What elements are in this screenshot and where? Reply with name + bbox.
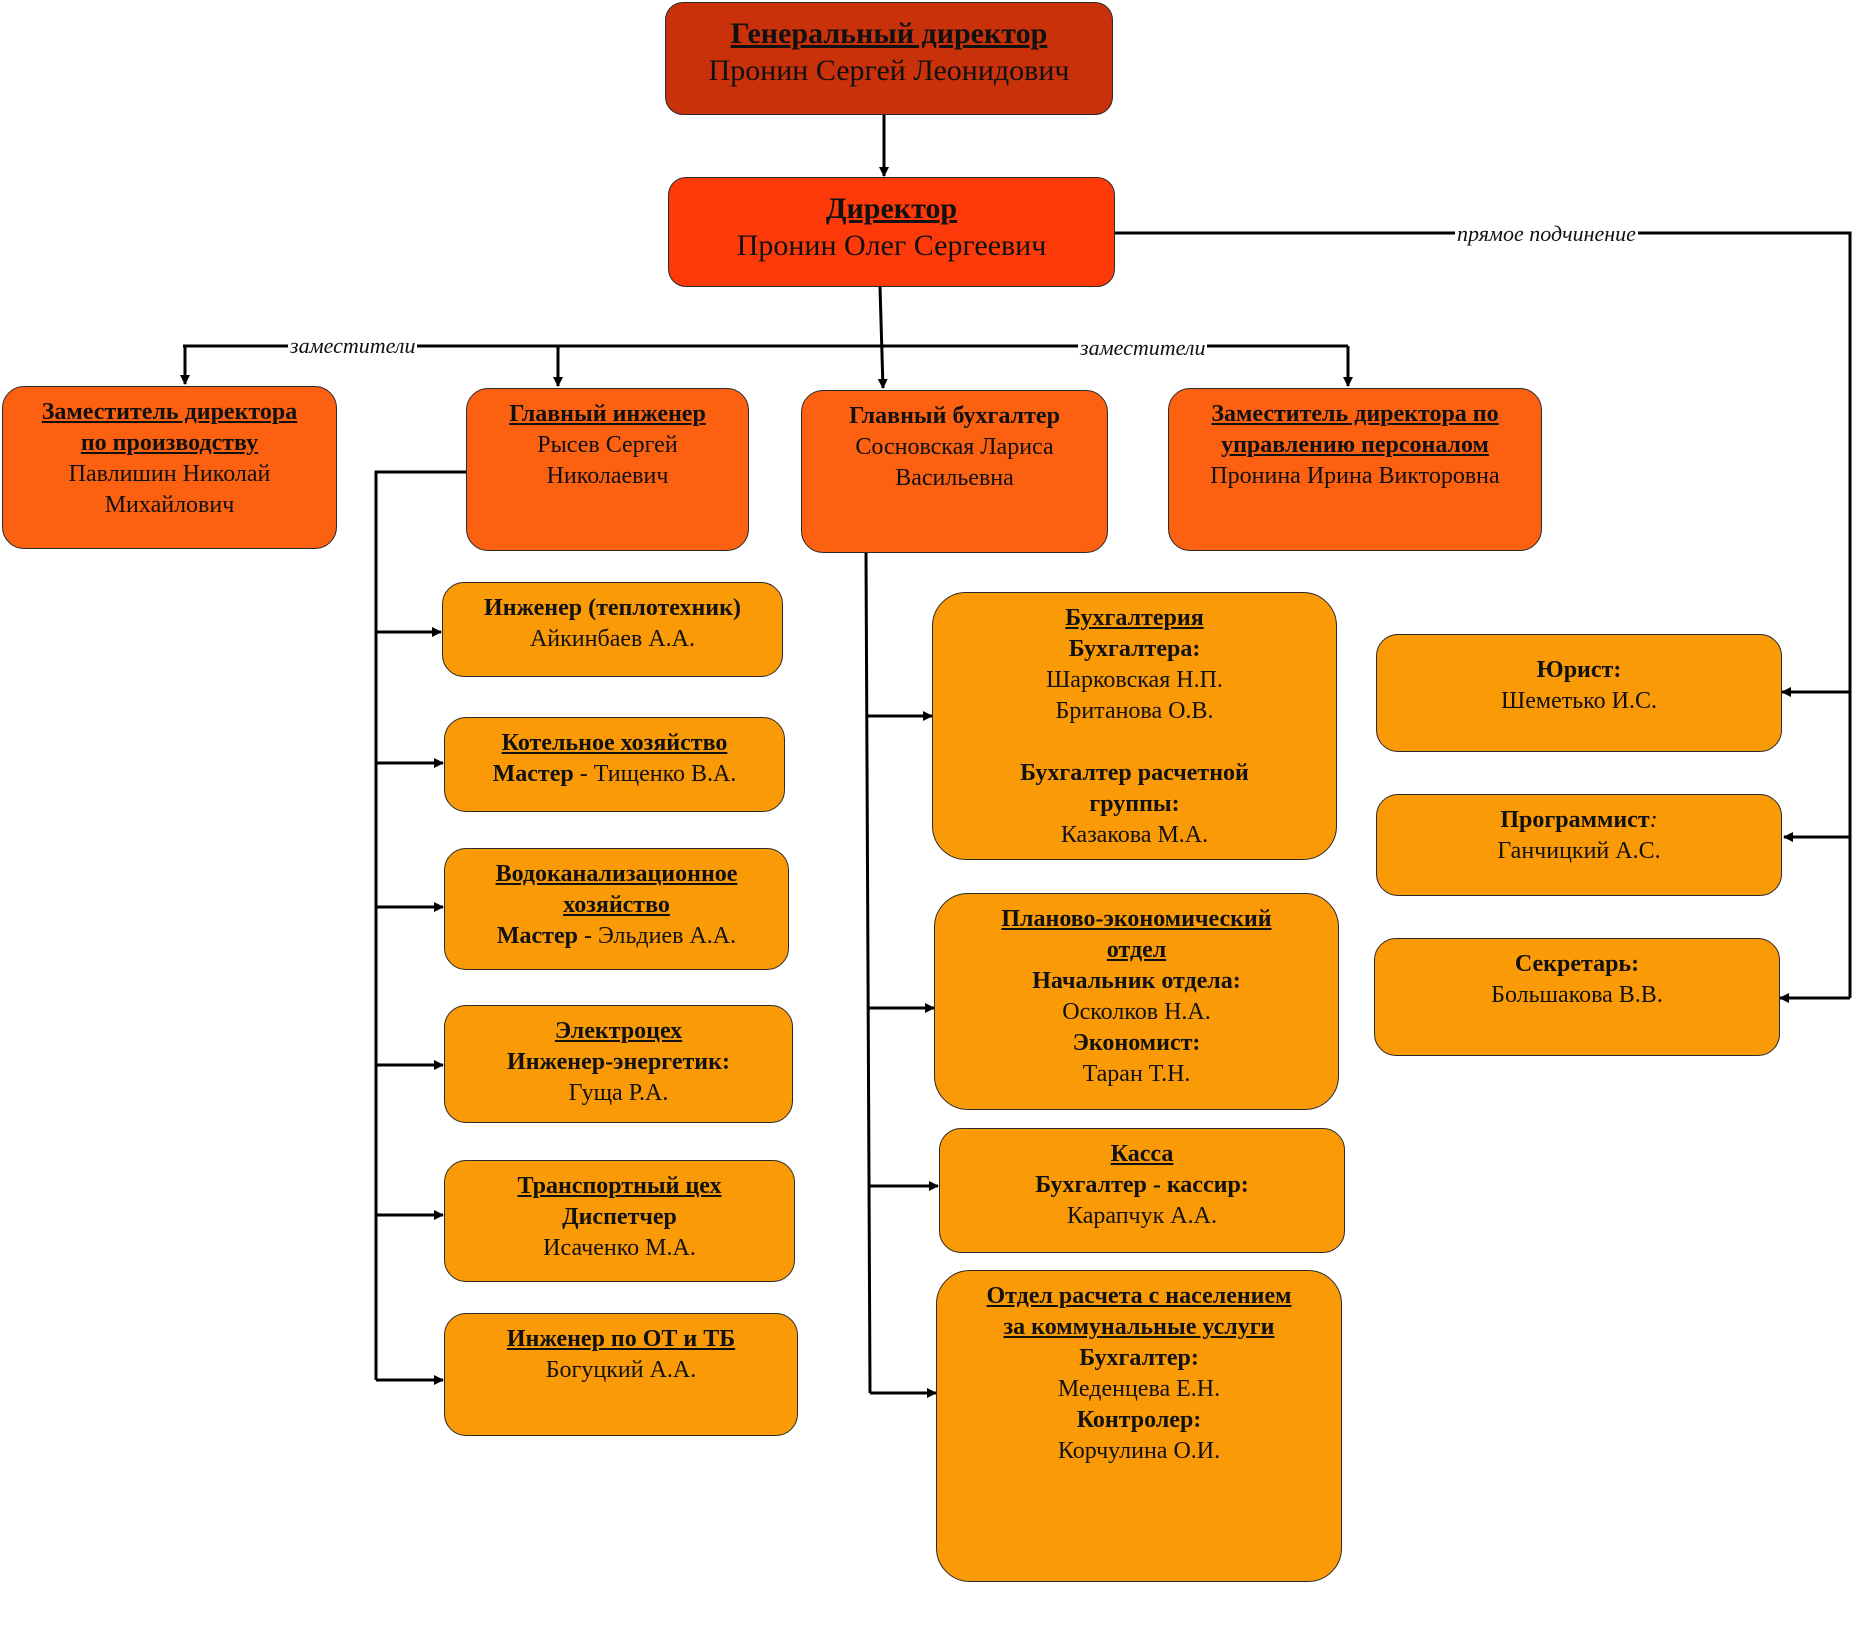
secretary-box: Секретарь: Большакова В.В. bbox=[1374, 938, 1780, 1056]
planning-name-2: Таран Т.Н. bbox=[1082, 1061, 1191, 1087]
deputies-label-left: заместители bbox=[288, 333, 418, 358]
general-director-title: Генеральный директор bbox=[730, 17, 1048, 50]
secretary-role: Секретарь: bbox=[1514, 951, 1640, 977]
programmer-box: Программист: Ганчицкий А.С. bbox=[1376, 794, 1782, 896]
deputy-production-title: Заместитель директора bbox=[41, 399, 298, 425]
transport-name: Исаченко М.А. bbox=[543, 1235, 696, 1261]
programmer-colon: : bbox=[1649, 807, 1658, 833]
cash-name: Карапчук А.А. bbox=[1067, 1203, 1217, 1229]
chief-engineer-name: Рысев Сергей bbox=[537, 432, 678, 458]
planning-title: Планово-экономический bbox=[1001, 906, 1272, 932]
programmer-name: Ганчицкий А.С. bbox=[1497, 838, 1661, 864]
planning-role-2: Экономист: bbox=[1072, 1030, 1201, 1056]
accounting-name: Шарковская Н.П. bbox=[1046, 667, 1223, 693]
population-box: Отдел расчета с населением за коммунальн… bbox=[936, 1270, 1342, 1582]
programmer-role-line: Программист: bbox=[1377, 805, 1781, 836]
lawyer-name: Шеметько И.С. bbox=[1501, 688, 1657, 714]
chief-accountant-name-2: Васильевна bbox=[895, 465, 1014, 491]
accounting-spacer bbox=[933, 727, 1336, 758]
cash-title: Касса bbox=[1110, 1141, 1174, 1167]
direct-subordination-label: прямое подчинение bbox=[1455, 221, 1638, 246]
connector-engineer-trunk bbox=[374, 470, 466, 1380]
boiler-box: Котельное хозяйство Мастер - Тищенко В.А… bbox=[444, 717, 785, 812]
chief-accountant-title: Главный бухгалтер bbox=[849, 403, 1060, 429]
electro-name: Гуща Р.А. bbox=[568, 1080, 669, 1106]
deputy-hr-title-2: управлению персоналом bbox=[1221, 432, 1489, 458]
deputy-hr-box: Заместитель директора по управлению перс… bbox=[1168, 388, 1542, 551]
safety-name: Богуцкий А.А. bbox=[545, 1357, 697, 1383]
programmer-role: Программист bbox=[1500, 807, 1650, 833]
water-role: Мастер bbox=[496, 923, 578, 949]
electro-box: Электроцех Инженер-энергетик: Гуща Р.А. bbox=[444, 1005, 793, 1123]
deputy-production-title-2: по производству bbox=[80, 430, 259, 456]
population-title: Отдел расчета с населением bbox=[986, 1283, 1292, 1309]
planning-role: Начальник отдела: bbox=[1032, 968, 1241, 994]
water-box: Водоканализационное хозяйство Мастер - Э… bbox=[444, 848, 789, 970]
director-box: Директор Пронин Олег Сергеевич bbox=[668, 177, 1115, 287]
boiler-name: - Тищенко В.А. bbox=[573, 761, 737, 787]
population-name-2: Корчулина О.И. bbox=[1057, 1438, 1221, 1464]
accounting-name-3: Казакова М.А. bbox=[1060, 822, 1209, 848]
boiler-title: Котельное хозяйство bbox=[501, 730, 728, 756]
water-title: Водоканализационное bbox=[495, 861, 738, 887]
chief-engineer-box: Главный инженер Рысев Сергей Николаевич bbox=[466, 388, 749, 551]
director-name: Пронин Олег Сергеевич bbox=[736, 229, 1047, 262]
secretary-name: Большакова В.В. bbox=[1491, 982, 1663, 1008]
population-role: Бухгалтер: bbox=[1079, 1345, 1199, 1371]
connector-direct-subordination bbox=[1115, 231, 1852, 998]
deputy-production-name-2: Михайлович bbox=[104, 492, 235, 518]
general-director-name: Пронин Сергей Леонидович bbox=[708, 54, 1070, 87]
water-title-2: хозяйство bbox=[563, 892, 670, 918]
accounting-box: Бухгалтерия Бухгалтера: Шарковская Н.П. … bbox=[932, 592, 1337, 860]
deputy-production-box: Заместитель директора по производству Па… bbox=[2, 386, 337, 549]
transport-role: Диспетчер bbox=[562, 1204, 677, 1230]
deputy-hr-name: Пронина Ирина Викторовна bbox=[1210, 463, 1500, 489]
transport-box: Транспортный цех Диспетчер Исаченко М.А. bbox=[444, 1160, 795, 1282]
director-title: Директор bbox=[825, 192, 958, 225]
lawyer-box: Юрист: Шеметько И.С. bbox=[1376, 634, 1782, 752]
cash-role: Бухгалтер - кассир: bbox=[1035, 1172, 1249, 1198]
planning-title-2: отдел bbox=[1106, 937, 1167, 963]
transport-title: Транспортный цех bbox=[517, 1173, 722, 1199]
connector-director-to-accountant bbox=[877, 286, 888, 389]
chief-accountant-name: Сосновская Лариса bbox=[855, 434, 1054, 460]
boiler-role: Мастер bbox=[492, 761, 574, 787]
population-role-2: Контролер: bbox=[1076, 1407, 1202, 1433]
deputy-production-name: Павлишин Николай bbox=[68, 461, 271, 487]
safety-box: Инженер по ОТ и ТБ Богуцкий А.А. bbox=[444, 1313, 798, 1436]
accounting-role-2: Бухгалтер расчетной bbox=[1020, 760, 1249, 786]
general-director-box: Генеральный директор Пронин Сергей Леони… bbox=[665, 2, 1113, 115]
water-name: - Эльдиев А.А. bbox=[577, 923, 737, 949]
engineer-heat-box: Инженер (теплотехник) Айкинбаев А.А. bbox=[442, 582, 783, 677]
water-staff: Мастер - Эльдиев А.А. bbox=[445, 921, 788, 952]
accounting-role-2b: группы: bbox=[1089, 791, 1180, 817]
cash-box: Касса Бухгалтер - кассир: Карапчук А.А. bbox=[939, 1128, 1345, 1253]
engineer-heat-name: Айкинбаев А.А. bbox=[529, 626, 696, 652]
chief-engineer-name-2: Николаевич bbox=[546, 463, 669, 489]
chief-accountant-box: Главный бухгалтер Сосновская Лариса Васи… bbox=[801, 390, 1108, 553]
boiler-staff: Мастер - Тищенко В.А. bbox=[445, 759, 784, 790]
planning-box: Планово-экономический отдел Начальник от… bbox=[934, 893, 1339, 1110]
population-title-2: за коммунальные услуги bbox=[1003, 1314, 1275, 1340]
accounting-name-2: Британова О.В. bbox=[1055, 698, 1214, 724]
deputies-label-right: заместители bbox=[1078, 335, 1208, 360]
electro-role: Инженер-энергетик: bbox=[507, 1049, 730, 1075]
planning-name: Осколков Н.А. bbox=[1062, 999, 1211, 1025]
safety-title: Инженер по ОТ и ТБ bbox=[506, 1326, 736, 1352]
deputy-hr-title: Заместитель директора по bbox=[1211, 401, 1499, 427]
lawyer-role: Юрист: bbox=[1536, 657, 1622, 683]
chief-engineer-title: Главный инженер bbox=[509, 401, 706, 427]
accounting-title: Бухгалтерия bbox=[1065, 605, 1204, 631]
electro-title: Электроцех bbox=[554, 1018, 683, 1044]
connector-accountant-trunk bbox=[864, 551, 872, 1394]
engineer-heat-role: Инженер (теплотехник) bbox=[484, 595, 741, 621]
accounting-role: Бухгалтера: bbox=[1068, 636, 1201, 662]
population-name: Меденцева Е.Н. bbox=[1057, 1376, 1221, 1402]
